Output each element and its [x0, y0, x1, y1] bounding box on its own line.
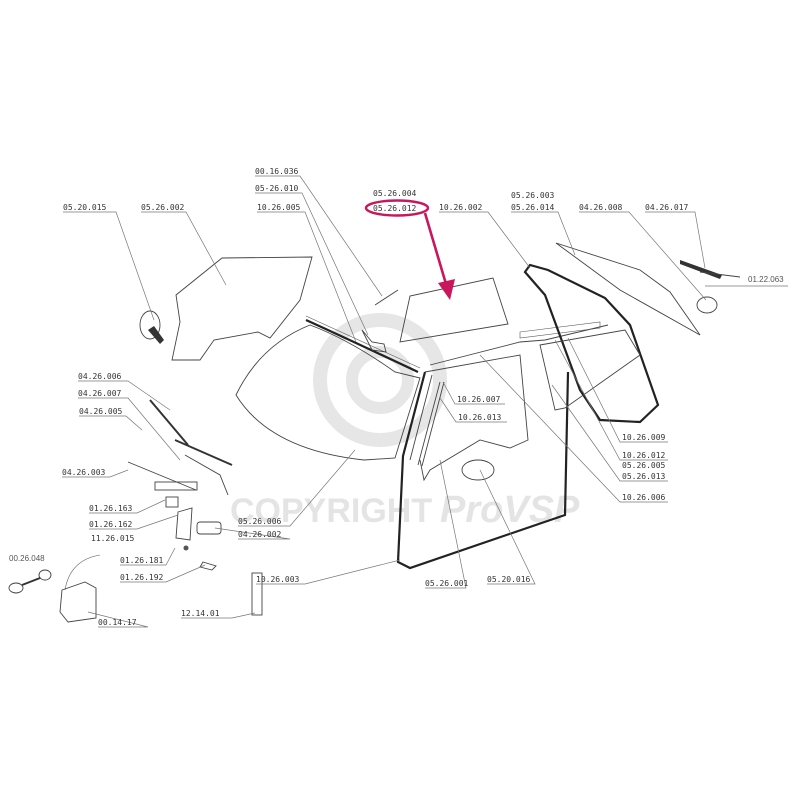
label-05-26-006[interactable]: 05.26.006 — [238, 517, 282, 526]
washer-tank — [59, 581, 97, 623]
label-10-26-012[interactable]: 10.26.012 — [622, 451, 666, 460]
glue-tube — [251, 572, 263, 616]
bracket-small — [165, 496, 179, 508]
label-05-26-014[interactable]: 05.26.014 — [511, 203, 555, 212]
label-10-26-007[interactable]: 10.26.007 — [457, 395, 501, 404]
label-10-26-009[interactable]: 10.26.009 — [622, 433, 666, 442]
door-seal — [396, 371, 570, 570]
label-05-20-016[interactable]: 05.20.016 — [487, 575, 531, 584]
label-01-26-162[interactable]: 01.26.162 — [89, 520, 133, 529]
label-11-26-015[interactable]: 11.26.015 — [91, 534, 135, 543]
door-glass — [419, 354, 529, 482]
label-01-22-063[interactable]: 01.22.063 — [748, 275, 784, 284]
washer-cable — [21, 577, 41, 586]
label-00-26-048[interactable]: 00.26.048 — [9, 554, 45, 563]
wiper-blade-1 — [149, 399, 189, 446]
bracket-plate — [175, 507, 193, 541]
label-04-26-003[interactable]: 04.26.003 — [62, 468, 106, 477]
windscreen-trim — [305, 315, 421, 369]
washer-pump — [8, 582, 24, 594]
roof-rail-seal — [429, 324, 609, 366]
watermark-brand: ProVSP — [440, 489, 580, 531]
part-labels: 00.16.036 05-26.010 10.26.005 05.20.015 … — [9, 167, 784, 627]
label-04-26-002[interactable]: 04.26.002 — [238, 530, 282, 539]
door-channels — [409, 374, 445, 467]
rear-wiper-blade — [680, 260, 722, 279]
label-10-26-005[interactable]: 10.26.005 — [257, 203, 301, 212]
roof-glass — [399, 277, 509, 343]
highlight-annotation — [364, 199, 455, 300]
label-04-26-006[interactable]: 04.26.006 — [78, 372, 122, 381]
label-12-14-01[interactable]: 12.14.01 — [181, 609, 220, 618]
label-05-26-002[interactable]: 05.26.002 — [141, 203, 185, 212]
washer-connector — [38, 569, 52, 581]
label-10-26-003[interactable]: 10.26.003 — [256, 575, 300, 584]
rear-glass — [555, 242, 701, 336]
quarter-glass-left — [171, 256, 313, 361]
mirror — [361, 329, 387, 353]
leader-lines — [62, 175, 788, 628]
label-05-26-005[interactable]: 05.26.005 — [622, 461, 666, 470]
watermark: COPYRIGHT ProVSP — [230, 313, 580, 531]
washer-hose — [64, 554, 101, 591]
wiper-arm — [184, 454, 229, 496]
antenna — [374, 289, 399, 306]
rear-wiper-motor — [696, 296, 718, 314]
clip — [199, 561, 217, 571]
label-01-26-181[interactable]: 01.26.181 — [120, 556, 164, 565]
label-05-26-003[interactable]: 05.26.003 — [511, 191, 555, 200]
label-10-26-006[interactable]: 10.26.006 — [622, 493, 666, 502]
wiper-spindle — [154, 481, 198, 491]
label-10-26-013[interactable]: 10.26.013 — [458, 413, 502, 422]
door-lamp — [461, 459, 495, 481]
label-00-16-036[interactable]: 00.16.036 — [255, 167, 299, 176]
highlight-arrow-shaft — [423, 212, 448, 285]
label-01-26-163[interactable]: 01.26.163 — [89, 504, 133, 513]
highlight-circle — [364, 199, 430, 217]
windscreen-seal — [305, 318, 419, 373]
lamp-left — [139, 310, 161, 340]
rear-wiper-arm — [699, 271, 741, 278]
label-00-14-17[interactable]: 00.14.17 — [98, 618, 137, 627]
label-05-26-010[interactable]: 05-26.010 — [255, 184, 299, 193]
rear-window-seal — [523, 263, 660, 424]
label-10-26-002[interactable]: 10.26.002 — [439, 203, 483, 212]
windscreen — [235, 324, 421, 461]
label-05-26-012[interactable]: 05.26.012 — [373, 204, 417, 213]
label-05-26-013[interactable]: 05.26.013 — [622, 472, 666, 481]
part-drawings — [8, 242, 741, 623]
label-01-26-192[interactable]: 01.26.192 — [120, 573, 164, 582]
highlight-arrow-head — [438, 279, 455, 300]
label-05-20-015[interactable]: 05.20.015 — [63, 203, 107, 212]
nut — [183, 545, 189, 551]
label-04-26-017[interactable]: 04.26.017 — [645, 203, 689, 212]
roof-strip — [519, 321, 601, 339]
rear-side-glass — [539, 329, 641, 411]
lamp-socket — [148, 326, 164, 344]
wiper-blade-2 — [174, 439, 233, 466]
wiper-linkage — [127, 461, 197, 491]
label-04-26-007[interactable]: 04.26.007 — [78, 389, 122, 398]
label-04-26-005[interactable]: 04.26.005 — [79, 407, 123, 416]
watermark-copyright: COPYRIGHT — [230, 492, 432, 530]
label-05-26-001[interactable]: 05.26.001 — [425, 579, 469, 588]
wiper-motor — [196, 521, 222, 535]
label-05-26-004[interactable]: 05.26.004 — [373, 189, 417, 198]
label-04-26-008[interactable]: 04.26.008 — [579, 203, 623, 212]
